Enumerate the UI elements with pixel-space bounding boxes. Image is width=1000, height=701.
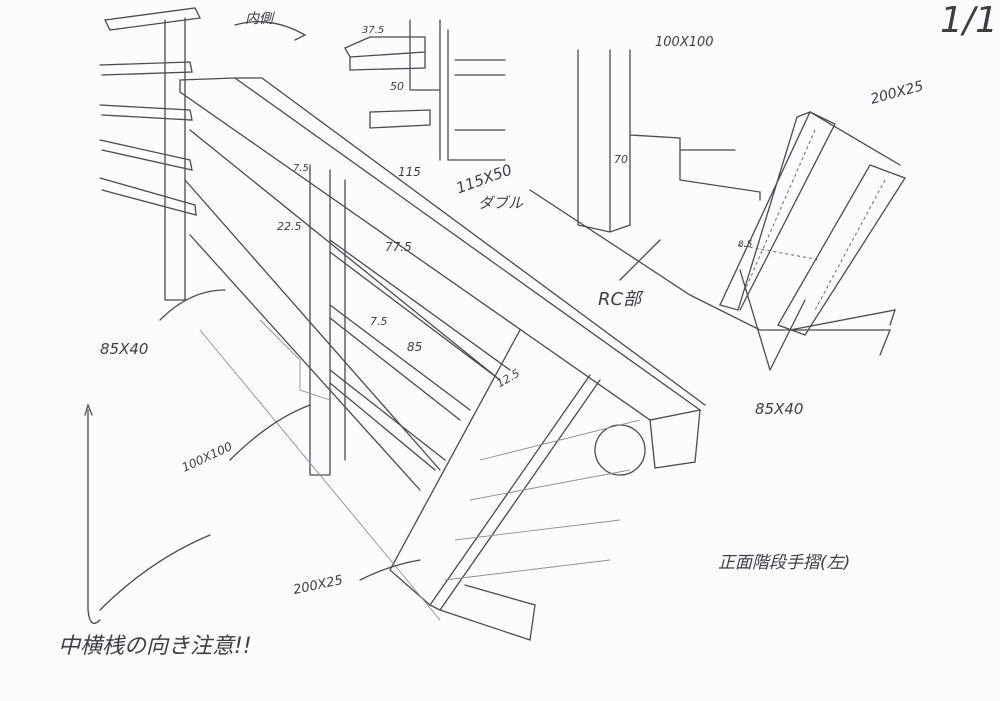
drawing-title: 正面階段手摺(左): [718, 553, 851, 573]
post-size-top: 100X100: [655, 35, 714, 50]
orientation-note: 中横桟の向き注意!!: [58, 634, 252, 659]
joint-detail: [234, 19, 506, 161]
rail-size-right: 85X40: [755, 400, 804, 418]
dim-115: 115: [398, 165, 421, 179]
intermediate-rails: [329, 239, 511, 471]
dim-7-5b: 7.5: [370, 315, 388, 328]
handrail-double: ダブル: [478, 194, 524, 212]
rail-size-left: 85X40: [100, 340, 149, 358]
stringer: [389, 329, 646, 641]
stringer-detail: [719, 110, 906, 336]
dim-70: 70: [614, 153, 628, 166]
dim-22-5: 22.5: [277, 220, 302, 233]
main-post: [309, 164, 346, 476]
dim-7-5: 7.5: [293, 163, 309, 174]
leader-lines: [84, 269, 806, 624]
page-number: 1/1: [940, 0, 998, 41]
handrail-beam: [179, 77, 706, 491]
dim-77-5: 77.5: [385, 240, 412, 254]
steps: [199, 319, 641, 621]
background-railing: [99, 7, 201, 301]
dim-37-5: 37.5: [362, 25, 385, 36]
dim-85: 85: [407, 340, 423, 354]
rc-post-detail: [529, 49, 891, 356]
label-inside: 内側: [245, 11, 273, 27]
dim-8-5: 8.5: [738, 240, 753, 250]
rc-label: RC部: [598, 289, 642, 310]
dim-50: 50: [390, 80, 404, 93]
